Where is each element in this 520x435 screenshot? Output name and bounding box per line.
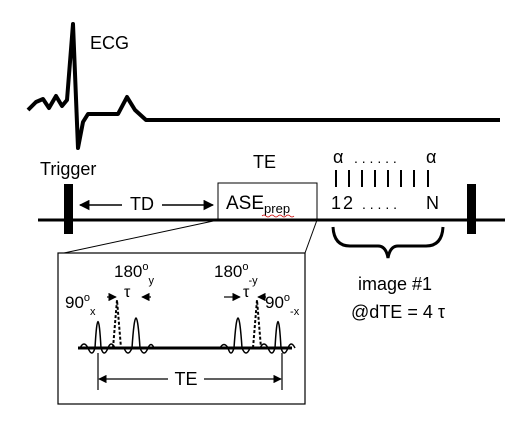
pulse-180my (219, 317, 251, 354)
ase-prep-label: ASEprep (226, 193, 290, 216)
tau-right: τ (243, 284, 250, 301)
pulse-90x (79, 321, 116, 354)
ase-prep-box (217, 182, 318, 220)
pulse-180y-dashed (112, 299, 122, 349)
label-180y: 180oy (114, 261, 155, 287)
alpha-first: α (333, 147, 343, 167)
ecg-label: ECG (90, 33, 129, 53)
alpha-last: α (426, 147, 436, 167)
zoom-line-right (304, 219, 318, 254)
alpha-dots: . . . . . . (354, 150, 397, 166)
label-90x: 90ox (65, 292, 96, 318)
pulse-180my-dashed (252, 299, 262, 349)
inset-te-label: TE (174, 369, 197, 389)
readout-pulse-train (335, 170, 429, 187)
label-90mx: 90o-x (265, 292, 300, 318)
tau-left: τ (124, 284, 131, 301)
pulse-90mx (259, 321, 296, 354)
pulse-180y (123, 317, 155, 354)
index-second: 2 (343, 193, 353, 213)
image-title: image #1 (358, 274, 432, 294)
image-dte: @dTE = 4 τ (351, 302, 445, 322)
ecg-trace (26, 22, 500, 150)
td-label: TD (130, 194, 154, 214)
label-180my: 180o-y (214, 261, 258, 287)
trigger-marker (64, 184, 73, 234)
trigger-label: Trigger (40, 159, 96, 179)
index-first: 1 (331, 193, 341, 213)
index-last: N (426, 193, 439, 213)
spellcheck-squiggle (261, 214, 295, 218)
readout-brace (331, 226, 445, 259)
next-trigger-marker (467, 184, 476, 234)
prep-te-label: TE (253, 152, 276, 172)
zoom-line-left (63, 219, 219, 254)
index-dots: . . . . . (362, 196, 397, 212)
